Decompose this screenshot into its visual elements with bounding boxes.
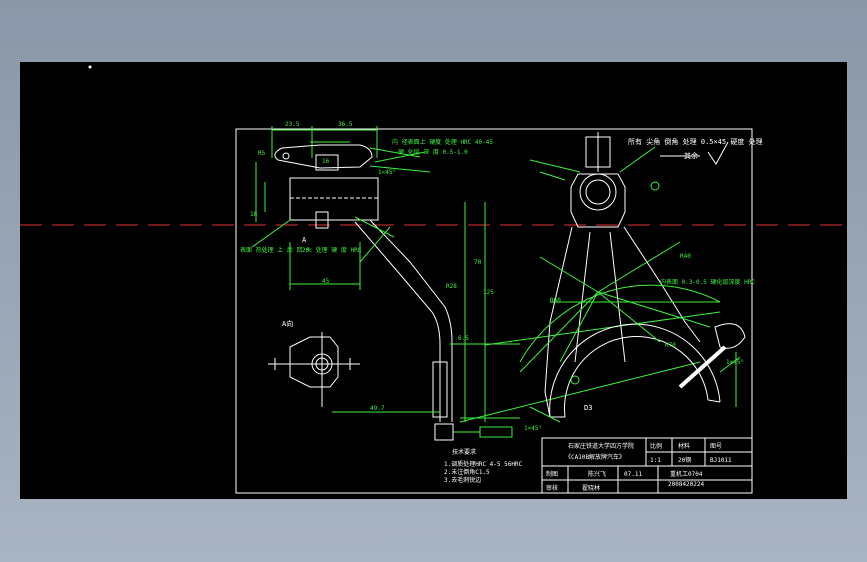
dim-1x45-right: 1×45° bbox=[726, 359, 744, 366]
dim-r60: R60 bbox=[550, 297, 561, 304]
designer-label: 制图 bbox=[546, 470, 558, 478]
sheet-border bbox=[235, 128, 753, 494]
dim-r40: R40 bbox=[680, 253, 691, 260]
note-item-2: 2.未注倒角C1.5 bbox=[444, 468, 490, 476]
note-item-1: 1.调质处理HRC 4-5 56HRC bbox=[444, 460, 523, 468]
dim-20: 20 bbox=[302, 247, 310, 254]
left-view bbox=[251, 126, 721, 441]
engineering-drawing: 石家庄铁道大学四方学院 《CA10B解放牌汽车》 比例 材料 图号 1:1 20… bbox=[20, 65, 847, 494]
roughness-label: 其余 bbox=[684, 151, 698, 160]
note-item-3: 3.去毛刺锐边 bbox=[444, 476, 481, 484]
drawing-no-label: 图号 bbox=[710, 443, 722, 450]
dim-70: 70 bbox=[474, 259, 482, 266]
student-id: 2008420224 bbox=[668, 481, 705, 488]
title-subject: 《CA10B解放牌汽车》 bbox=[565, 453, 625, 461]
material-value: 20钢 bbox=[678, 456, 691, 464]
view-a-label: A向 bbox=[282, 319, 293, 328]
dim-r5: R5 bbox=[258, 150, 266, 157]
material-label: 材料 bbox=[678, 442, 690, 450]
dim-r28: R28 bbox=[446, 283, 457, 290]
checker-label: 审核 bbox=[546, 484, 558, 492]
dim-125: 125 bbox=[483, 289, 494, 296]
scale-label: 比例 bbox=[650, 442, 662, 450]
title-school: 石家庄铁道大学四方学院 bbox=[568, 442, 634, 450]
right-view bbox=[519, 132, 746, 423]
note-fork: 内表面 0.3-0.5 硬化层深度 HRC bbox=[660, 278, 755, 286]
dim-1x45-bottom: 1×45° bbox=[524, 425, 542, 432]
dim-45: 45 bbox=[322, 278, 330, 285]
designer-name: 陈兴飞 bbox=[588, 470, 606, 478]
checker-name: 翟晓林 bbox=[582, 484, 600, 492]
drawing-no-value: BJ1011 bbox=[710, 457, 732, 464]
dim-18: 18 bbox=[250, 211, 258, 218]
cad-viewport[interactable]: 石家庄铁道大学四方学院 《CA10B解放牌汽车》 比例 材料 图号 1:1 20… bbox=[20, 62, 847, 499]
dim-d3: D3 bbox=[584, 404, 592, 412]
dim-16: 16 bbox=[322, 158, 330, 165]
scale-value: 1:1 bbox=[650, 457, 661, 464]
dim-6-5: 6.5 bbox=[458, 335, 469, 342]
cursor-dot bbox=[88, 65, 92, 69]
note-left-mid: 表面 热处理 上 后 回 火 处理 硬 度 HRC bbox=[240, 246, 362, 254]
dim-a-label: A bbox=[302, 236, 307, 244]
title-block-frame bbox=[541, 437, 753, 494]
note-right-top: 所有 尖角 倒角 处理 0.5×45 硬度 处理 bbox=[628, 137, 763, 146]
note-top-left: 内 径表面上 硬度 处理 HRC 40-45 bbox=[392, 138, 493, 146]
dim-49-7: 49.7 bbox=[370, 405, 385, 412]
dim-r70: R70 bbox=[665, 342, 676, 349]
note-hardness-top: 硬 化层 深 度 0.5-1.0 bbox=[398, 148, 468, 156]
dim-36-5: 36.5 bbox=[338, 121, 353, 128]
date-value: 07.11 bbox=[624, 471, 642, 478]
detail-a-view bbox=[268, 332, 360, 407]
dim-1x45-left: 1×45° bbox=[378, 169, 396, 176]
class-value: 重机工0704 bbox=[670, 470, 703, 478]
notes-heading: 技术要求 bbox=[452, 448, 476, 456]
hardened-stripe bbox=[678, 345, 727, 389]
dim-23-5: 23.5 bbox=[285, 121, 300, 128]
